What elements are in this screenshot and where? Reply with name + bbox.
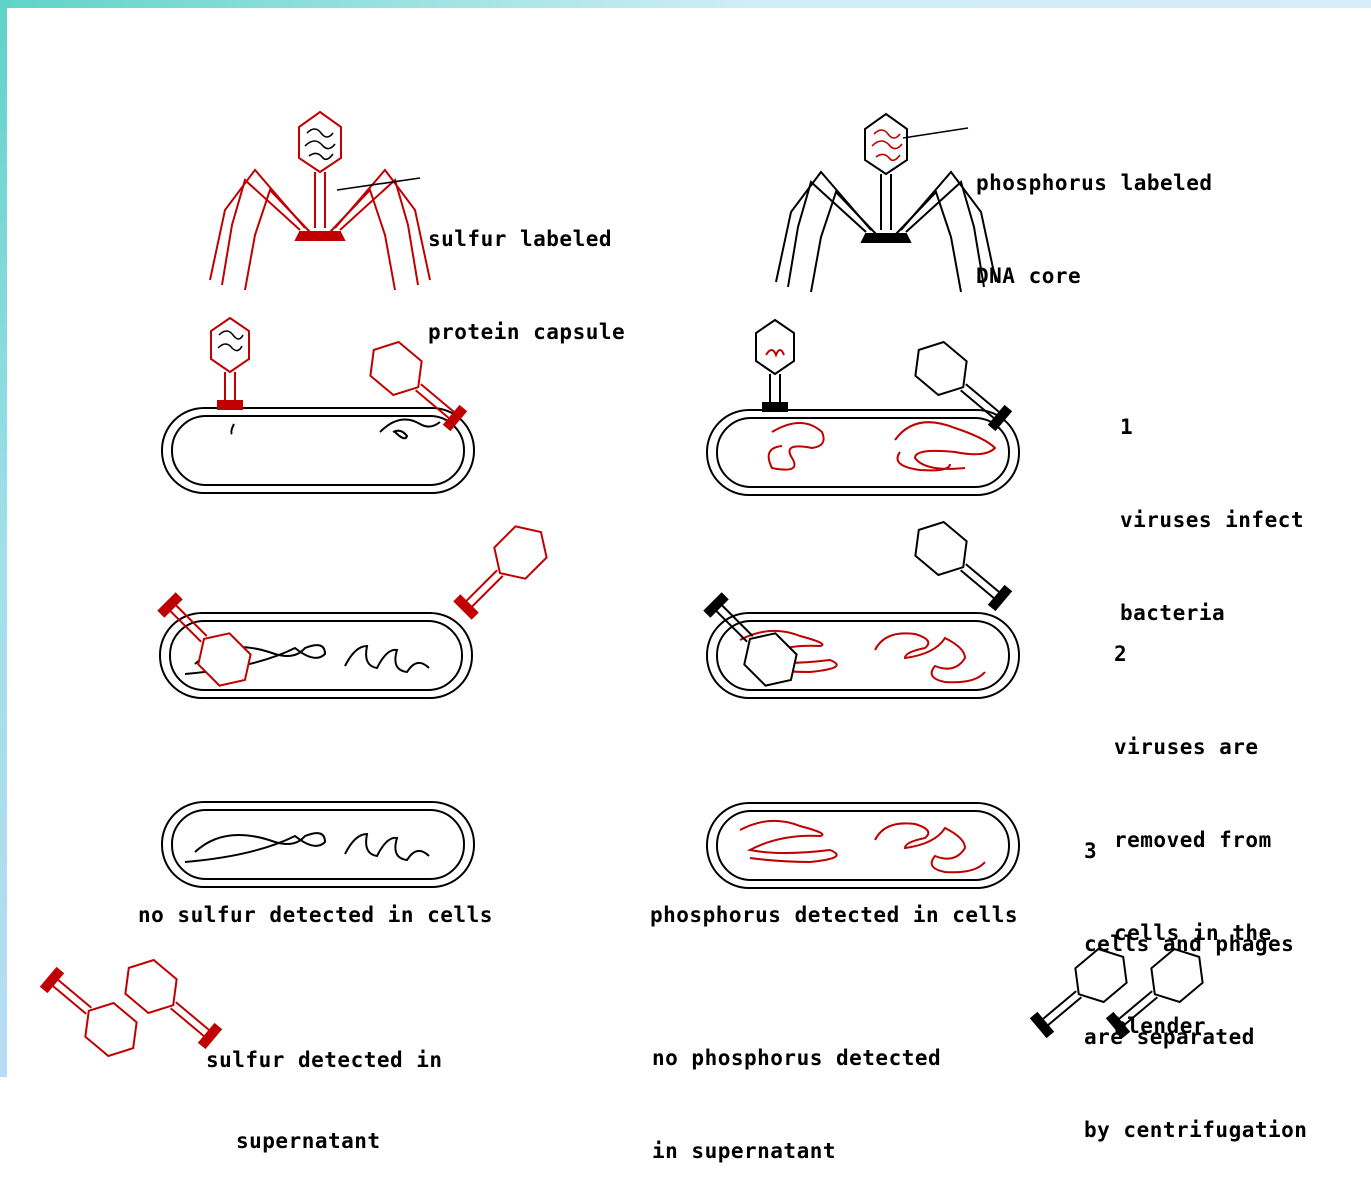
- sulfur-capsule-line1: sulfur labeled: [428, 224, 625, 255]
- step3-number: 3: [1084, 836, 1307, 867]
- sulfur-supernatant-line1: sulfur detected in: [206, 1047, 443, 1074]
- step3-line3: by centrifugation: [1084, 1115, 1307, 1146]
- sulfur-labeled-phage: [210, 112, 430, 290]
- step2-line1: viruses are: [1114, 732, 1272, 763]
- phosphorus-core-line1: phosphorus labeled: [976, 168, 1213, 199]
- phosphorus-core-line2: DNA core: [976, 261, 1213, 292]
- sulfur-capsule-label: sulfur labeled protein capsule: [428, 162, 625, 379]
- phosphorus-core-label: phosphorus labeled DNA core: [976, 106, 1213, 323]
- step1-line1: viruses infect: [1120, 505, 1304, 536]
- phosphorus-cells-label: phosphorus detected in cells: [650, 900, 1018, 931]
- step3-line2: are separated: [1084, 1022, 1307, 1053]
- no-phosphorus-supernatant-label: no phosphorus detected in supernatant: [652, 981, 941, 1198]
- supernatant-sulfur-phages: [35, 951, 227, 1065]
- sulfur-capsule-line2: protein capsule: [428, 317, 625, 348]
- step3-line1: cells and phages: [1084, 929, 1307, 960]
- phosphorus-labeled-phage: [776, 114, 996, 292]
- no-sulfur-cells-label: no sulfur detected in cells: [138, 900, 493, 931]
- step3-label: 3 cells and phages are separated by cent…: [1084, 774, 1307, 1177]
- row2-right-cell: [698, 513, 1019, 698]
- no-phosphorus-supernatant-line2: in supernatant: [652, 1136, 941, 1167]
- row2-left-cell: [152, 516, 557, 698]
- step1-number: 1: [1120, 412, 1304, 443]
- step2-number: 2: [1114, 639, 1272, 670]
- row3-right-cell: [707, 803, 1019, 888]
- row3-left-cell: [162, 802, 474, 887]
- sulfur-supernatant-line2: supernatant: [206, 1128, 443, 1155]
- no-phosphorus-supernatant-line1: no phosphorus detected: [652, 1043, 941, 1074]
- sulfur-supernatant-label: sulfur detected in supernatant: [206, 993, 443, 1182]
- row1-right-cell: [707, 320, 1019, 495]
